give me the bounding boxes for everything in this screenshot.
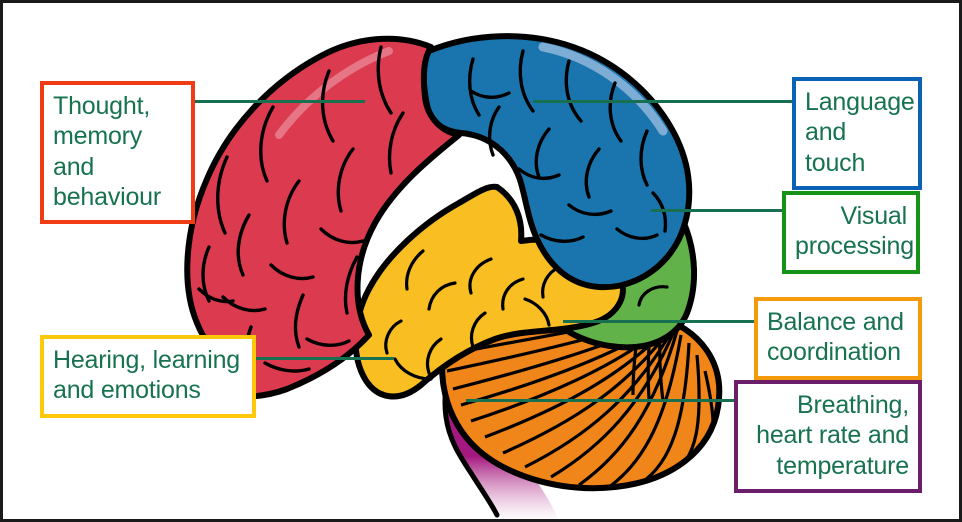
frontal-lobe-region <box>184 35 462 400</box>
label-breathing-heart-rate-temperature: Breathing, heart rate and temperature <box>734 380 922 493</box>
connector-language-and-touch <box>533 100 813 103</box>
connector-balance-and-coordination <box>563 320 778 323</box>
label-balance-and-coordination: Balance and coordination <box>754 297 922 380</box>
brain-illustration <box>184 33 723 519</box>
label-language-and-touch: Language and touch <box>792 77 922 190</box>
label-thought-memory-behaviour: Thought, memory and behaviour <box>40 81 195 224</box>
label-visual-processing: Visual processing <box>782 191 920 274</box>
connector-hearing-learning-emotions <box>236 357 394 360</box>
connector-breathing-heart-rate-temperature <box>466 399 807 402</box>
label-hearing-learning-emotions: Hearing, learning and emotions <box>40 335 256 418</box>
connector-visual-processing <box>651 209 841 212</box>
connector-thought-memory-behaviour <box>153 100 365 103</box>
